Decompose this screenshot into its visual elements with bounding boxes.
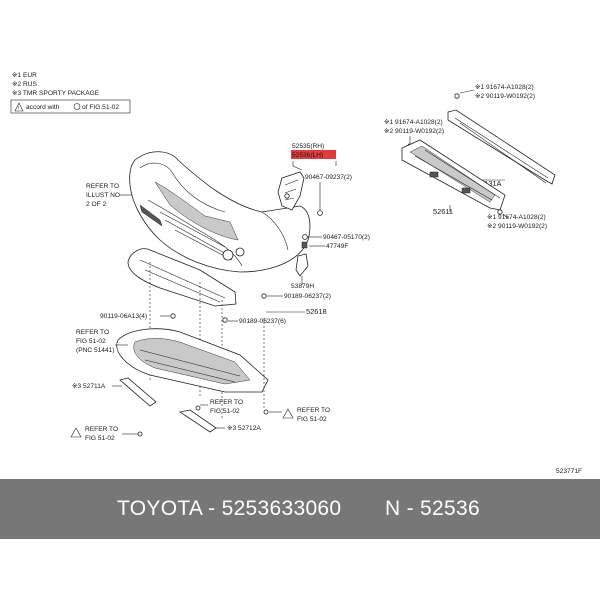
refer-illust-3: 2 OF 2 [86,201,106,208]
label-90189-06237-6: 90189-06237(6) [239,318,286,325]
note-tmr: ※3 TMR SPORTY PACKAGE [12,90,100,97]
accord-prefix: accord with [26,104,60,111]
refer-illust-2: ILLUST NO [86,192,120,199]
label-47749f: 47749F [326,243,348,250]
clip-left [137,431,143,437]
refer-fig-1: REFER TO [76,329,109,336]
bumper-absorber-52611 [401,139,506,211]
lower-spoiler-52618 [127,248,237,420]
footer-bar [0,479,600,539]
bolt-90189-a [261,293,267,299]
label-52618: 52618 [306,307,327,316]
refer-right-1: REFER TO [297,407,330,414]
footer-part-number: TOYOTA - 5253633060 [117,497,342,520]
label-90467-09237: 90467-09237(2) [305,174,352,181]
label-53879h: 53879H [291,283,314,290]
refer-mid-1: REFER TO [210,399,243,406]
refer-left-1: REFER TO [85,426,118,433]
clip-right [263,409,269,415]
ref-circle-icon [73,103,81,110]
label-90189-06237-2: 90189-06237(2) [284,293,331,300]
label-90119-06a13: 90119-06A13(4) [100,313,147,320]
clip-90467-05170 [302,234,308,240]
engine-under-cover [116,318,269,410]
retainer-47749f [301,241,308,249]
clip-90467-09237 [317,210,323,216]
note-eur: ※1 EUR [12,72,37,79]
bolt-90119 [170,313,176,319]
label-52712a: ※3 52712A [227,425,261,432]
caution-icon-left [70,427,82,438]
label-90119-top: ※2 90119-W0192(2) [475,93,535,100]
seal-53879h [295,253,309,277]
note-rus: ※2 RUS [12,81,38,88]
svg-text:!: ! [18,106,19,112]
front-bumper-cover [129,151,311,273]
refer-right-2: FIG 51-02 [297,416,327,423]
label-90119-bottom: ※2 90119-W0192(2) [487,223,547,230]
spoiler-strip-52711a [119,377,157,407]
label-90467-05170: 90467-05170(2) [323,234,370,241]
bolt-top [454,93,460,99]
label-52611: 52611 [433,207,453,216]
label-52536: 52536(LH) [292,152,323,159]
label-90119-left: ※2 90119-W0192(2) [384,128,444,135]
label-91674-top: ※1 91674-A1028(2) [475,84,534,91]
bolt-right [497,209,503,215]
highlight-box [291,150,336,159]
refer-illust-1: REFER TO [86,183,119,190]
accord-suffix: of FIG.51-02 [82,104,119,111]
label-52535: 52535(RH) [292,143,324,150]
refer-left-2: FIG 51-02 [85,435,115,442]
label-52711a: ※3 52711A [72,383,106,390]
caution-icon-right [282,408,294,419]
bumper-reinforcement-52131a [447,109,556,185]
accord-note-box: ! accord with of FIG.51-02 [10,99,131,114]
footer-short-number: N - 52536 [385,497,480,520]
bumper-side-bracket [277,171,305,211]
label-91674-bottom: ※1 91674-A1028(2) [487,214,546,221]
refer-mid-2: FIG 51-02 [210,408,240,415]
label-52131a: 52131A [476,179,502,188]
caution-icon [14,102,24,112]
refer-fig-3: (PNC 51441) [76,347,114,354]
figure-code: 523771F [556,468,582,475]
clip-mid [195,405,201,411]
refer-fig-2: FIG 51-02 [76,338,106,345]
bolt-90189-b [222,317,228,323]
label-91674-left: ※1 91674-A1028(2) [384,119,443,126]
